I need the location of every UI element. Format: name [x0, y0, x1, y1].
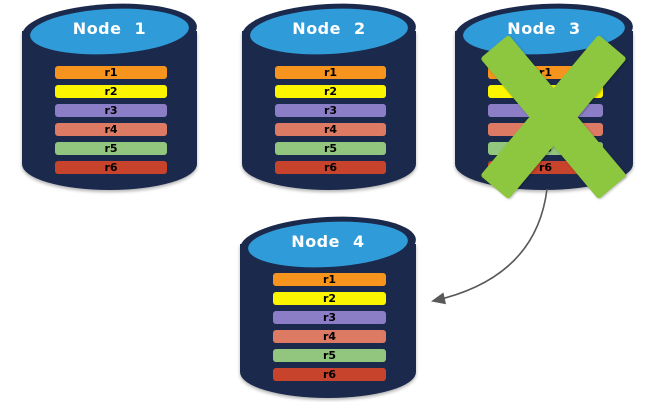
record-row-r2: r2: [273, 292, 386, 305]
record-row-r2: r2: [275, 85, 386, 98]
node-4-record-list: r1 r2 r3 r4 r5 r6: [273, 273, 386, 381]
node-2: Node 2 r1 r2 r3 r4 r5 r6: [240, 0, 418, 190]
node-4-label: Node 4: [291, 232, 365, 251]
node-1-record-list: r1 r2 r3 r4 r5 r6: [55, 66, 167, 174]
node-2-record-list: r1 r2 r3 r4 r5 r6: [275, 66, 386, 174]
record-row-r3: r3: [275, 104, 386, 117]
record-row-r1: r1: [275, 66, 386, 79]
record-row-r5: r5: [273, 349, 386, 362]
record-row-r4: r4: [55, 123, 167, 136]
record-row-r2: r2: [55, 85, 167, 98]
record-row-r1: r1: [273, 273, 386, 286]
node-2-label: Node 2: [292, 19, 366, 38]
node-1: Node 1 r1 r2 r3 r4 r5 r6: [20, 0, 199, 190]
record-row-r6: r6: [273, 368, 386, 381]
record-row-r6: r6: [55, 161, 167, 174]
failover-arrow: [431, 188, 548, 305]
record-row-r4: r4: [273, 330, 386, 343]
record-row-r4: r4: [275, 123, 386, 136]
record-row-r1: r1: [55, 66, 167, 79]
node-3-label: Node 3: [507, 19, 581, 38]
record-row-r6: r6: [275, 161, 386, 174]
record-row-r5: r5: [55, 142, 167, 155]
failure-x-icon: [480, 34, 627, 200]
record-row-r5: r5: [275, 142, 386, 155]
record-row-r3: r3: [273, 311, 386, 324]
record-row-r3: r3: [55, 104, 167, 117]
node-4: Node 4 r1 r2 r3 r4 r5 r6: [238, 212, 418, 398]
node-1-label: Node 1: [72, 19, 147, 38]
